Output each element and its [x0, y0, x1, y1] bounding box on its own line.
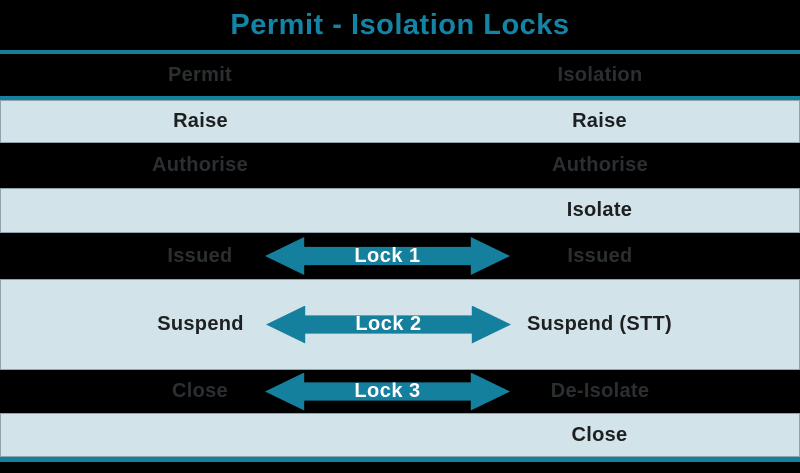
column-header-permit: Permit [167, 63, 233, 86]
lock3-label: Lock 3 [354, 380, 421, 402]
permit-empty-cell [1, 189, 400, 232]
table-row-close-deisolate: Close De-Isolate Lock 3 [0, 370, 800, 413]
table-row-suspend: Suspend Suspend (STT) Lock 2 [0, 279, 800, 370]
divider-top [0, 50, 800, 54]
isolation-close-cell: Close [571, 423, 628, 446]
column-header-isolation: Isolation [557, 63, 643, 86]
divider-header [0, 96, 800, 100]
divider-bottom [0, 457, 800, 462]
isolation-authorise-cell: Authorise [551, 154, 649, 176]
table-row-issued: Issued Issued Lock 1 [0, 233, 800, 279]
permit-raise-cell: Raise [173, 110, 228, 132]
isolation-suspend-stt-cell: Suspend (STT) [526, 313, 672, 335]
table-row-isolate: Isolate [0, 188, 800, 233]
isolation-deisolate-cell: De-Isolate [550, 380, 650, 402]
lock1-label: Lock 1 [354, 244, 421, 267]
table-row-close: Close [0, 413, 800, 457]
table-row-authorise: Authorise Authorise [0, 143, 800, 188]
isolation-raise-cell: Raise [572, 110, 627, 132]
page-title: Permit - Isolation Locks [230, 8, 570, 41]
permit-suspend-cell: Suspend [157, 313, 244, 335]
isolation-isolate-cell: Isolate [566, 199, 633, 221]
permit-authorise-cell: Authorise [151, 154, 249, 176]
permit-close-cell: Close [172, 380, 228, 402]
permit-issued-cell: Issued [167, 244, 233, 267]
column-header-row: Permit Isolation [0, 54, 800, 96]
title-band: Permit - Isolation Locks [0, 0, 800, 50]
isolation-issued-cell: Issued [567, 244, 633, 267]
footer-band [0, 462, 800, 473]
table-row-raise: Raise Raise [0, 100, 800, 143]
permit-empty-cell-2 [1, 414, 400, 456]
lock2-label: Lock 2 [355, 313, 422, 335]
